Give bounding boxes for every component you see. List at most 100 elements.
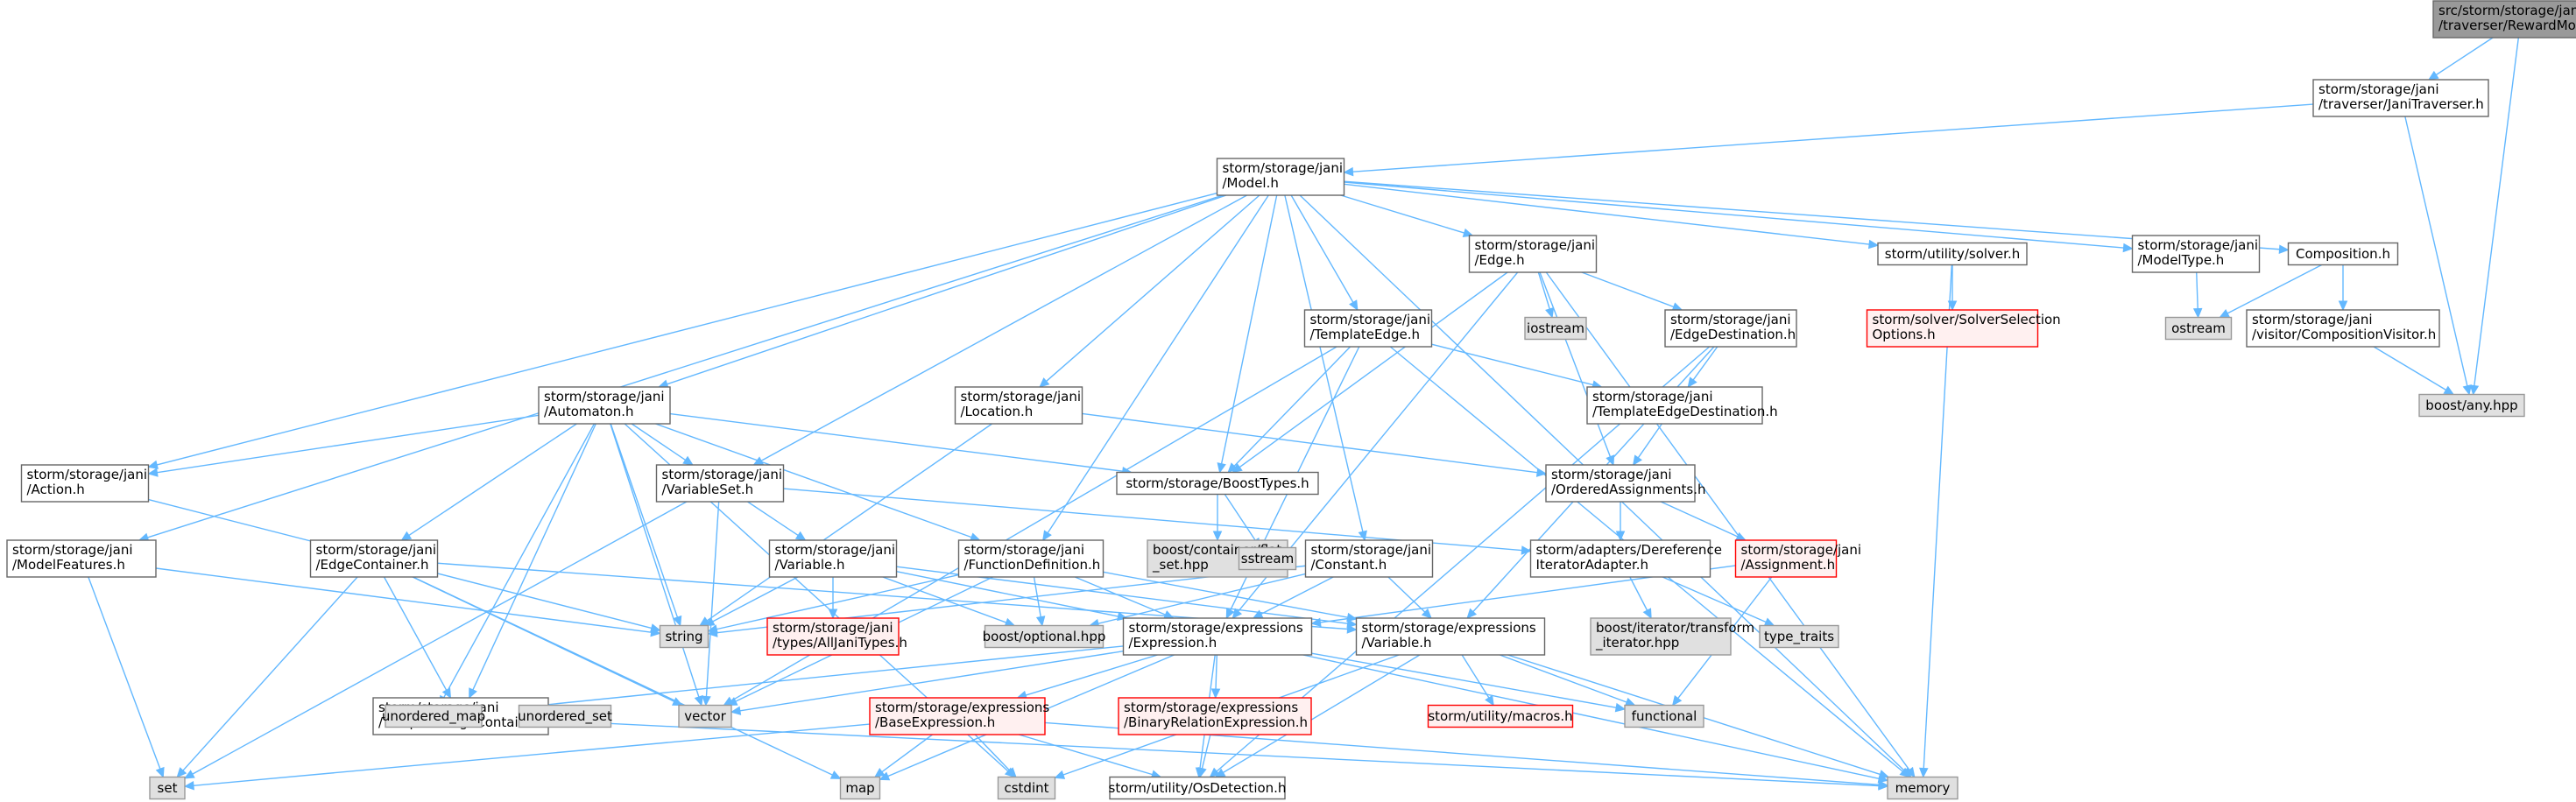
node-label: ostream [2171,320,2226,336]
node-expression[interactable]: storm/storage/expressions/Expression.h [1122,617,1313,656]
node-label: _set.hpp [1152,557,1209,573]
edge-edge-to-iostream [1537,271,1555,319]
node-label: set [158,780,178,796]
node-functional: functional [1624,704,1704,728]
node-osdetection[interactable]: storm/utility/OsDetection.h [1109,776,1287,800]
edge-automaton-to-tedgecontainer [469,423,596,700]
edge-constant-to-exprvariable [1387,576,1432,619]
edge-location-to-string [699,423,993,627]
node-box-ostream [2164,316,2233,341]
node-compvisitor[interactable]: storm/storage/jani/visitor/CompositionVi… [2246,309,2440,348]
node-label: storm/storage/jani [1741,542,1862,558]
node-action[interactable]: storm/storage/jani/Action.h [20,464,150,503]
node-label: functional [1632,708,1697,724]
node-baseexpr[interactable]: storm/storage/expressions/BaseExpression… [869,697,1049,735]
node-model[interactable]: storm/storage/jani/Model.h [1216,158,1345,196]
edge-model-to-funcdef [1042,194,1269,542]
node-boostany: boost/any.hpp [2418,393,2525,418]
edge-janitrav-to-model [1343,103,2314,177]
node-orderedassign[interactable]: storm/storage/jani/OrderedAssignments.h [1545,464,1706,503]
node-tedge[interactable]: storm/storage/jani/TemplateEdge.h [1303,309,1433,348]
node-label: /BinaryRelationExpression.h [1124,714,1308,730]
node-alljanitypes[interactable]: storm/storage/jani/types/AllJaniTypes.h [766,617,907,656]
node-iostream: iostream [1524,316,1587,341]
node-label: storm/storage/jani [1475,237,1596,253]
node-map: map [839,776,881,800]
node-label: /Variable.h [1362,635,1432,651]
edge-tedgedest-to-orderedassign [1632,423,1662,466]
edge-varset-to-set [183,501,688,779]
node-edge[interactable]: storm/storage/jani/Edge.h [1468,235,1598,273]
node-assignment[interactable]: storm/storage/jani/Assignment.h [1734,539,1862,578]
node-box-solveropts [1866,309,2039,348]
node-boosttypes[interactable]: storm/storage/BoostTypes.h [1116,471,1319,496]
node-label: vector [684,708,726,724]
node-janitrav[interactable]: storm/storage/jani/traverser/JaniTravers… [2312,79,2489,117]
edge-solver-to-solveropts [1947,264,1958,312]
node-varset[interactable]: storm/storage/jani/VariableSet.h [655,464,785,503]
node-label: storm/storage/expressions [875,700,1049,715]
edge-janitrav-to-boostany [2404,116,2472,396]
node-label: storm/storage/expressions [1124,700,1298,715]
edge-janivariable-to-alljanitypes [828,577,838,620]
edge-expression-to-vector [730,651,1124,715]
node-root[interactable]: src/storm/storage/jani/traverser/RewardM… [2432,0,2576,39]
node-set: set [149,776,186,800]
node-box-root [2432,0,2576,39]
node-composition[interactable]: Composition.h [2287,242,2399,266]
node-label: storm/storage/expressions [1129,620,1303,636]
node-funcdef[interactable]: storm/storage/jani/FunctionDefinition.h [957,539,1105,578]
node-box-solver [1877,242,2028,266]
edge-model-to-solver [1344,183,1880,250]
edge-edgecontainer-to-vector [412,576,683,707]
node-box-tedgedest [1586,386,1763,425]
node-box-action [20,464,150,503]
node-unorderedset: unordered_set [518,704,612,728]
node-box-memory [1887,776,1958,800]
node-label: /Model.h [1223,175,1279,191]
node-label: /Edge.h [1475,252,1525,268]
node-label: storm/utility/OsDetection.h [1109,780,1287,796]
node-box-iostream [1524,316,1587,341]
node-constant[interactable]: storm/storage/jani/Constant.h [1304,539,1434,578]
node-modelfeatures[interactable]: storm/storage/jani/ModelFeatures.h [6,539,157,578]
node-box-functional [1624,704,1704,728]
node-automaton[interactable]: storm/storage/jani/Automaton.h [538,386,671,425]
node-edgecontainer[interactable]: storm/storage/jani/EdgeContainer.h [309,539,439,578]
node-box-constant [1304,539,1434,578]
edge-expression-to-functional [1311,652,1627,713]
node-box-edge [1468,235,1598,273]
node-label: storm/storage/jani [1311,542,1432,558]
node-box-modelfeatures [6,539,157,578]
node-edgedest[interactable]: storm/storage/jani/EdgeDestination.h [1664,309,1797,348]
node-modeltype[interactable]: storm/storage/jani/ModelType.h [2131,235,2261,273]
node-tedgedest[interactable]: storm/storage/jani/TemplateEdgeDestinati… [1586,386,1778,425]
node-label: IteratorAdapter.h [1536,557,1649,573]
node-exprvariable[interactable]: storm/storage/expressions/Variable.h [1355,617,1546,656]
edge-composition-to-compvisitor [2338,264,2348,312]
node-label: /VariableSet.h [662,482,754,497]
node-solver[interactable]: storm/utility/solver.h [1877,242,2028,266]
node-box-alljanitypes [766,617,900,656]
node-label: /FunctionDefinition.h [964,557,1101,573]
node-cstdint: cstdint [997,776,1056,800]
node-location[interactable]: storm/storage/jani/Location.h [954,386,1083,425]
node-label: src/storm/storage/jani [2438,3,2576,18]
node-box-boostany [2418,393,2525,418]
node-label: memory [1895,780,1951,796]
node-typetraits: type_traits [1759,624,1839,649]
node-label: /TemplateEdgeDestination.h [1592,404,1778,419]
edge-automaton-to-varset [631,423,694,466]
node-box-set [149,776,186,800]
node-box-varset [655,464,785,503]
node-binrelexpr[interactable]: storm/storage/expressions/BinaryRelation… [1118,697,1312,735]
header-nodes: src/storm/storage/jani/traverser/RewardM… [6,0,2576,800]
node-derefiter[interactable]: storm/adapters/DereferenceIteratorAdapte… [1529,539,1722,578]
edge-funcdef-to-expression [1074,576,1175,619]
node-janivariable[interactable]: storm/storage/jani/Variable.h [768,539,898,578]
node-macros[interactable]: storm/utility/macros.h [1427,704,1574,728]
node-booptional: boost/optional.hpp [983,624,1105,649]
node-box-assignment [1734,539,1838,578]
edge-expression-to-baseexpr [1016,654,1158,700]
